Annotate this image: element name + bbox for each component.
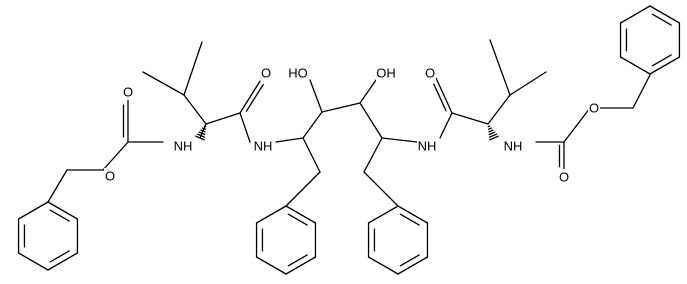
right-amide-carbonyl-second bbox=[433, 83, 447, 112]
hydroxyl-right: OH bbox=[376, 66, 396, 81]
middle-right-benzyl-ring-bond bbox=[397, 256, 429, 275]
middle-left-ch2-to-ring bbox=[285, 171, 321, 207]
right-alpha-stereo-hash bbox=[487, 125, 499, 141]
middle-right-benzyl-ring-inner-bond bbox=[399, 213, 420, 226]
middle-right-benzyl-ring-inner-bond bbox=[399, 254, 420, 267]
ester-oxygen-right: O bbox=[589, 101, 599, 116]
carbonyl-oxygen-right: O bbox=[559, 170, 569, 185]
right-carbonyl-to-oxygen bbox=[563, 107, 591, 143]
left-benzyl-ring-inner-bond bbox=[49, 209, 70, 222]
c1-to-c2 bbox=[302, 111, 323, 139]
amide-oxygen-left: O bbox=[261, 66, 271, 81]
left-benzyl-ring-bond bbox=[17, 201, 49, 220]
amide-nh-right-backdrop bbox=[417, 138, 437, 154]
right-isopropyl-methyl-1 bbox=[489, 39, 511, 96]
left-alpha-stereo-hash-hash bbox=[195, 135, 205, 141]
carbonyl-oxygen-left-backdrop bbox=[122, 84, 134, 100]
amine-nh-right-backdrop bbox=[503, 138, 523, 154]
left-alpha-stereo-hash-hash bbox=[200, 129, 206, 133]
left-alpha-to-isopropyl-ch bbox=[183, 94, 207, 125]
amide-oxygen-right-backdrop bbox=[424, 65, 436, 81]
amide-oxygen-left-backdrop bbox=[260, 65, 272, 81]
hydroxyl-left: HO bbox=[288, 66, 308, 81]
left-oxygen-to-carbonyl bbox=[102, 141, 129, 171]
right-alpha-stereo-hash-hash bbox=[489, 135, 499, 141]
right-alpha-to-isopropyl-ch bbox=[487, 94, 511, 125]
left-alpha-stereo-hash-hash bbox=[203, 125, 207, 128]
amide-nh-left: NH bbox=[254, 139, 273, 154]
middle-left-benzyl-ring-bond bbox=[285, 256, 317, 275]
c3-to-c4 bbox=[359, 102, 383, 139]
right-benzyl-ring-inner-bond bbox=[651, 54, 672, 67]
hydroxyl-right-backdrop bbox=[376, 65, 396, 81]
left-benzyl-ring-bond bbox=[47, 201, 79, 220]
amide-oxygen-right: O bbox=[425, 66, 435, 81]
right-benzyl-ring-bond bbox=[649, 56, 681, 75]
middle-left-benzyl-ring-bond bbox=[255, 256, 287, 275]
ester-oxygen-left: O bbox=[105, 169, 115, 184]
c2-to-c3 bbox=[321, 102, 361, 113]
right-isopropyl-methyl-2 bbox=[509, 71, 547, 96]
amine-nh-right: NH bbox=[504, 139, 523, 154]
left-benzyl-ring-bond bbox=[17, 252, 49, 271]
left-amide-carbon-to-nh bbox=[239, 112, 251, 143]
amine-nh-left-backdrop bbox=[173, 138, 193, 154]
left-isopropyl-methyl-2 bbox=[183, 41, 203, 96]
amine-nh-left: NH bbox=[174, 139, 193, 154]
left-alpha-stereo-hash-hash bbox=[196, 133, 206, 138]
c4-to-benzyl-ch2 bbox=[363, 137, 383, 173]
middle-left-benzyl-ring-inner-bond bbox=[287, 213, 308, 226]
right-benzyl-ring-bond bbox=[619, 5, 651, 24]
left-benzyl-ring-inner-bond bbox=[49, 250, 70, 263]
left-isopropyl-methyl-1 bbox=[142, 71, 185, 96]
carbonyl-oxygen-right-backdrop bbox=[558, 169, 570, 185]
middle-right-ch2-to-ring bbox=[363, 171, 399, 207]
nh3-to-amide-carbon bbox=[439, 112, 453, 139]
bond-layer bbox=[17, 5, 681, 275]
right-benzyl-ring-inner-bond bbox=[651, 13, 672, 26]
middle-left-benzyl-ring-bond bbox=[255, 205, 287, 224]
c4-to-nh3 bbox=[381, 137, 418, 143]
right-amide-carbon-to-alpha bbox=[451, 112, 489, 125]
left-alpha-stereo-hash-hash bbox=[198, 131, 206, 136]
amide-nh-left-backdrop bbox=[253, 138, 273, 154]
left-benzyl-ring-bond bbox=[47, 252, 79, 271]
right-benzyl-ring-bond bbox=[619, 56, 651, 75]
right-alpha-stereo-hash-hash bbox=[488, 133, 498, 138]
middle-right-benzyl-ring-bond bbox=[397, 205, 429, 224]
left-ring-to-ch2 bbox=[47, 169, 68, 203]
left-alpha-stereo-hash-hash bbox=[201, 127, 207, 130]
right-amide-carbonyl bbox=[435, 77, 453, 114]
left-amide-carbonyl bbox=[239, 77, 263, 114]
left-alpha-stereo-hash bbox=[195, 125, 207, 141]
right-ch2-to-ring bbox=[632, 74, 651, 109]
ester-oxygen-right-backdrop bbox=[588, 100, 600, 116]
right-alpha-stereo-hash-hash bbox=[487, 127, 493, 130]
right-benzyl-ring-bond bbox=[649, 5, 681, 24]
atom-label-layer: O O NH O NH HO OH O NH NH O O bbox=[104, 65, 600, 185]
hydroxyl-left-backdrop bbox=[288, 65, 308, 81]
right-alpha-stereo-hash-hash bbox=[488, 131, 496, 136]
right-alpha-stereo-hash-hash bbox=[487, 125, 491, 128]
nh2-to-c1 bbox=[275, 137, 304, 143]
amide-nh-right: NH bbox=[418, 139, 437, 154]
c2-to-hydroxyl bbox=[309, 79, 323, 113]
ester-oxygen-left-backdrop bbox=[104, 168, 116, 184]
middle-left-benzyl-ring-inner-bond bbox=[287, 254, 308, 267]
carbonyl-oxygen-left: O bbox=[123, 85, 133, 100]
left-amide-carbonyl-second bbox=[245, 83, 264, 112]
middle-right-benzyl-ring-bond bbox=[367, 256, 399, 275]
c3-to-hydroxyl bbox=[359, 79, 377, 104]
middle-right-benzyl-ring-bond bbox=[367, 205, 399, 224]
middle-left-benzyl-ring-bond bbox=[285, 205, 317, 224]
left-alpha-to-amide-carbon bbox=[205, 112, 241, 125]
right-alpha-stereo-hash-hash bbox=[488, 129, 494, 133]
c1-to-benzyl-ch2 bbox=[302, 137, 321, 173]
